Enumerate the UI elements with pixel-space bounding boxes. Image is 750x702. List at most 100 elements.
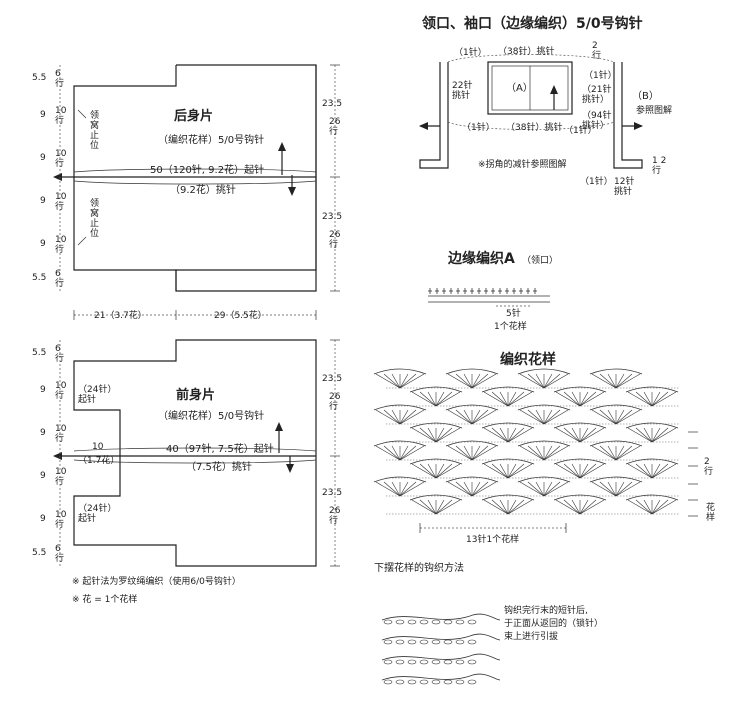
fan-stitch [615,481,633,497]
fan-stitch [579,463,605,479]
fan-arc [517,368,571,375]
fan-stitch [435,463,445,479]
fan-arc [517,404,571,411]
fan-stitch [427,499,437,515]
fan-stitch [643,391,653,407]
note-motif: ※ 花 = 1个花样 [72,593,137,605]
fan-stitch [399,373,417,389]
fan-stitch [435,391,445,407]
fan-stitch [563,463,581,479]
fan-stitch [607,445,617,461]
fan-arc [625,494,679,501]
fan-stitch [471,373,489,389]
back-pick-label: （9.2花）挑针 [170,183,236,196]
fan-stitch [471,445,489,461]
fan-arc [409,494,463,501]
fan-stitch [543,445,553,461]
fan-stitch [419,391,437,407]
fan-arc [625,386,679,393]
fan-arc [373,368,427,375]
fan-stitch [615,373,633,389]
front-title: 前身片 [176,387,215,403]
fan-stitch [527,373,545,389]
fan-stitch [447,373,473,389]
fan-stitch [435,427,445,443]
fan-stitch [607,373,617,389]
fan-stitch [635,499,653,515]
fan-stitch [399,373,425,389]
fan-stitch [579,391,589,407]
fan-stitch [571,427,581,443]
fan-stitch [599,373,617,389]
fan-stitch [383,409,401,425]
front-dim-3: 9 [40,428,46,438]
fan-stitch [463,409,473,425]
neck-label-b: （B） [632,90,659,102]
fan-stitch [471,445,481,461]
fan-stitch [507,499,533,515]
back-neck-stop-bottom: 领窝止位 [90,197,99,239]
fan-stitch [399,481,409,497]
neck-st38-top: （38针）挑针 [498,45,554,57]
edge-stitch-row [428,288,537,294]
fan-stitch [599,481,617,497]
fan-stitch [435,499,445,515]
fan-stitch [471,409,497,425]
hem-chain [381,633,501,641]
neck-st38-bottom: （38针）挑针 [506,121,562,133]
fan-stitch [507,499,517,515]
fan-stitch [563,499,581,515]
front-subtitle: （编织花样）5/0号钩针 [158,409,264,422]
back-chain-label: 50（120针, 9.2花）起针 [150,163,264,176]
hem-loop [455,659,465,665]
fan-stitch [491,463,509,479]
fan-stitch [627,463,653,479]
fan-stitch [447,409,473,425]
fan-stitch [591,481,617,497]
back-right-dim-2: 23.5 [322,212,342,222]
fan-stitch [543,409,561,425]
fan-stitch [399,445,417,461]
hem-loop [455,639,465,645]
fan-stitch [447,445,473,461]
fan-stitch [435,463,461,479]
hem-loop [383,679,393,685]
back-title: 后身片 [174,108,213,124]
neck-corner-note: ※拐角的减针参照图解 [478,158,567,170]
note-chain-method: ※ 起针法为罗纹绳编织（使用6/0号钩针） [72,575,241,587]
hem-loop [407,679,417,685]
fan-stitch [411,463,437,479]
fan-stitch [507,391,525,407]
hem-loop [407,619,417,625]
fan-stitch [643,427,653,443]
front-chain-label: 40（97针, 7.5花）起针 [166,442,274,455]
fan-stitch [427,463,437,479]
fan-arc [373,440,427,447]
fan-stitch [543,481,569,497]
fan-stitch [615,445,633,461]
hem-loop [443,659,453,665]
hem-loop [443,619,453,625]
fan-arc [445,476,499,483]
hem-loop [383,619,393,625]
fan-stitch [399,481,417,497]
fan-stitch [455,373,473,389]
fan-stitch [435,499,461,515]
front-stitch-bottom: （24针）起针 [78,502,116,524]
front-side-width-motif: （1.7花） [78,454,119,466]
fan-stitch [555,391,581,407]
fan-stitch-chart [373,368,698,517]
fan-stitch [499,391,509,407]
fan-stitch [627,499,653,515]
hem-loop [431,639,441,645]
fan-stitch [635,427,653,443]
fan-arc [445,404,499,411]
edge-repeat: 1个花样 [494,320,527,332]
fan-stitch [471,409,481,425]
